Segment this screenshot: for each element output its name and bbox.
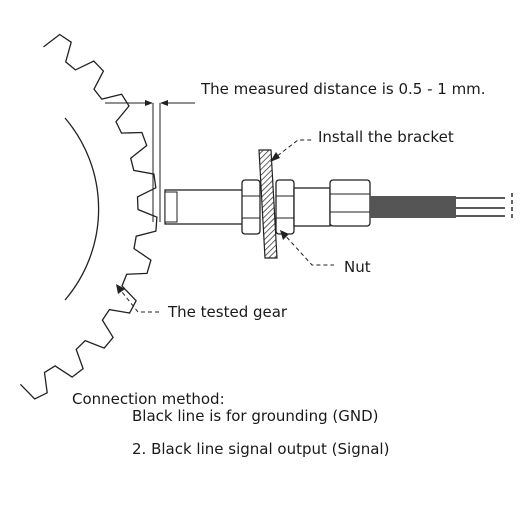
nut-right	[275, 179, 295, 235]
leader-nut	[281, 231, 334, 266]
leader-gear-arrow	[116, 284, 125, 294]
connection-line-2: 2. Black line signal output (Signal)	[132, 440, 390, 458]
connection-line-1: Black line is for grounding (GND)	[132, 407, 379, 425]
leader-bracket-arrow	[270, 152, 280, 162]
bracket-label: Install the bracket	[318, 128, 454, 146]
gear-outline	[19, 33, 158, 400]
sensor-threaded-shaft	[293, 187, 331, 227]
leader-bracket	[271, 139, 312, 161]
distance-label: The measured distance is 0.5 - 1 mm.	[201, 80, 486, 98]
gear-label: The tested gear	[168, 303, 288, 321]
cable-fitting	[329, 179, 371, 227]
nut-label: Nut	[344, 258, 371, 276]
connection-heading: Connection method:	[72, 390, 225, 408]
leader-gear	[117, 286, 160, 313]
dimension-arrow-left	[145, 100, 153, 106]
leader-nut-arrow	[280, 230, 289, 240]
cable	[370, 196, 456, 218]
nut-left	[241, 179, 261, 235]
gear-inner-arc	[64, 117, 100, 301]
sensor-probe-tip	[164, 191, 178, 223]
dimension-arrow-right	[160, 100, 168, 106]
bracket	[258, 149, 278, 259]
